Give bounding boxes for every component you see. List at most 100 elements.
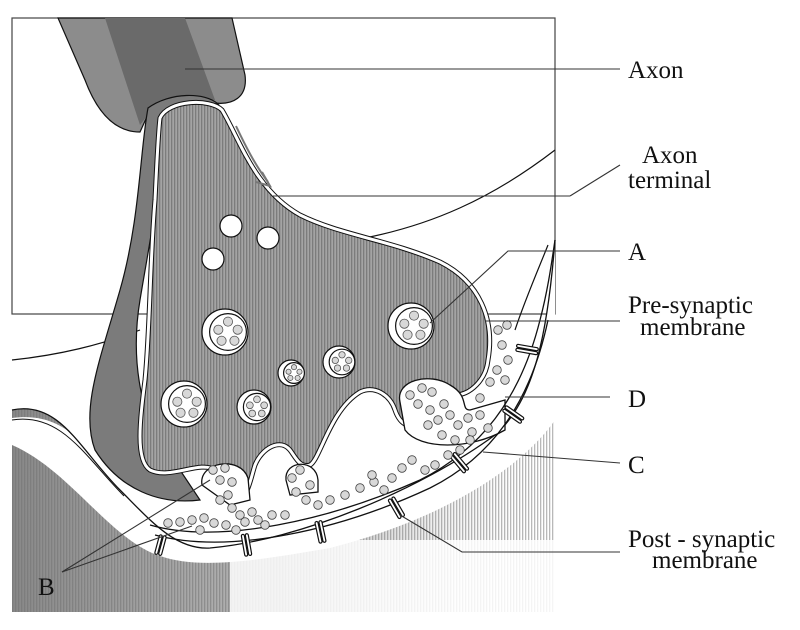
neurotransmitter-molecule bbox=[253, 515, 263, 525]
neurotransmitter-molecule bbox=[423, 420, 433, 430]
neurotransmitter-molecule bbox=[437, 430, 447, 440]
neurotransmitter-molecule bbox=[483, 423, 493, 433]
neurotransmitter-molecule bbox=[223, 490, 233, 500]
synaptic-vesicle bbox=[236, 389, 272, 425]
neurotransmitter-molecule bbox=[227, 477, 237, 487]
synaptic-vesicle bbox=[387, 302, 435, 350]
neurotransmitter-molecule bbox=[222, 316, 233, 327]
neurotransmitter-molecule bbox=[216, 335, 227, 346]
label-axon-terminal-line1: Axon bbox=[642, 142, 698, 169]
neurotransmitter-molecule bbox=[492, 365, 502, 375]
neurotransmitter-molecule bbox=[246, 401, 254, 410]
label-post-synaptic-line1: Post - synaptic bbox=[628, 526, 775, 553]
label-a: A bbox=[628, 239, 646, 266]
synaptic-vesicle bbox=[160, 380, 208, 428]
neurotransmitter-molecule bbox=[467, 427, 477, 437]
neurotransmitter-molecule bbox=[175, 517, 185, 527]
label-c: C bbox=[628, 452, 645, 479]
neurotransmitter-molecule bbox=[296, 368, 303, 375]
neurotransmitter-molecule bbox=[220, 463, 230, 473]
neurotransmitter-molecule bbox=[209, 518, 219, 528]
neurotransmitter-molecule bbox=[260, 520, 270, 530]
neurotransmitter-molecule bbox=[415, 329, 426, 340]
neurotransmitter-molecule bbox=[215, 475, 225, 485]
neurotransmitter-molecule bbox=[191, 396, 202, 407]
neurotransmitter-molecule bbox=[305, 480, 315, 490]
neurotransmitter-molecule bbox=[215, 495, 225, 505]
label-pre-synaptic-line2: membrane bbox=[640, 314, 746, 341]
label-b: B bbox=[38, 574, 55, 601]
label-d: D bbox=[628, 386, 646, 413]
neurotransmitter-molecule bbox=[172, 396, 183, 407]
neurotransmitter-molecule bbox=[453, 420, 463, 430]
neurotransmitter-molecule bbox=[417, 383, 427, 393]
neurotransmitter-molecule bbox=[463, 413, 473, 423]
neurotransmitter-molecule bbox=[402, 329, 413, 340]
neurotransmitter-molecule bbox=[267, 510, 277, 520]
label-axon: Axon bbox=[628, 57, 684, 84]
neurotransmitter-molecule bbox=[367, 470, 377, 480]
neurotransmitter-molecule bbox=[195, 525, 205, 535]
neurotransmitter-molecule bbox=[295, 465, 305, 475]
neurotransmitter-molecule bbox=[313, 500, 323, 510]
neurotransmitter-molecule bbox=[301, 495, 311, 505]
neurotransmitter-molecule bbox=[345, 356, 353, 364]
neurotransmitter-molecule bbox=[248, 409, 257, 418]
neurotransmitter-molecule bbox=[397, 463, 407, 473]
neurotransmitter-molecule bbox=[280, 510, 290, 520]
neurotransmitter-molecule bbox=[253, 395, 261, 404]
neurotransmitter-molecule bbox=[247, 507, 257, 517]
neurotransmitter-molecule bbox=[338, 351, 346, 359]
neurotransmitter-molecule bbox=[235, 510, 245, 520]
empty-vesicles bbox=[201, 214, 280, 271]
neurotransmitter-molecule bbox=[290, 364, 297, 371]
neurotransmitter-molecule bbox=[187, 515, 197, 525]
neurotransmitter-molecule bbox=[420, 465, 430, 475]
neurotransmitter-molecule bbox=[407, 455, 417, 465]
neurotransmitter-molecule bbox=[229, 335, 240, 346]
neurotransmitter-molecule bbox=[379, 485, 389, 495]
neurotransmitter-molecule bbox=[455, 445, 465, 455]
neurotransmitter-molecule bbox=[443, 450, 453, 460]
neurotransmitter-molecule bbox=[181, 388, 192, 399]
neurotransmitter-molecule bbox=[503, 355, 513, 365]
label-axon-terminal-line2: terminal bbox=[628, 167, 711, 194]
neurotransmitter-molecule bbox=[221, 520, 231, 530]
neurotransmitter-molecule bbox=[199, 513, 209, 523]
neurotransmitter-molecule bbox=[418, 318, 429, 329]
neurotransmitter-molecule bbox=[208, 465, 218, 475]
neurotransmitter-molecule bbox=[287, 374, 294, 381]
neurotransmitter-molecule bbox=[213, 324, 224, 335]
neurotransmitter-molecule bbox=[433, 415, 443, 425]
neurotransmitter-molecule bbox=[502, 320, 512, 330]
neurotransmitter-molecule bbox=[291, 487, 301, 497]
synaptic-vesicle bbox=[201, 308, 249, 356]
neurotransmitter-molecule bbox=[475, 410, 485, 420]
neurotransmitter-molecule bbox=[413, 399, 423, 409]
neurotransmitter-molecule bbox=[439, 399, 449, 409]
neurotransmitters bbox=[163, 320, 513, 535]
neurotransmitter-molecule bbox=[430, 460, 440, 470]
neurotransmitter-molecule bbox=[465, 435, 475, 445]
neurotransmitter-molecule bbox=[227, 503, 237, 513]
neurotransmitter-molecule bbox=[445, 410, 455, 420]
label-pre-synaptic-line1: Pre-synaptic bbox=[628, 292, 753, 319]
neurotransmitter-molecule bbox=[333, 364, 342, 372]
glial-membrane-right bbox=[364, 149, 556, 239]
neurotransmitter-molecule bbox=[294, 374, 301, 381]
neurotransmitter-molecule bbox=[497, 340, 507, 350]
leader-lines bbox=[61, 68, 621, 573]
neurotransmitter-molecule bbox=[240, 517, 250, 527]
neurotransmitter-molecule bbox=[260, 401, 268, 410]
neurotransmitter-molecule bbox=[232, 324, 243, 335]
neurotransmitter-molecule bbox=[450, 435, 460, 445]
neurotransmitter-molecule bbox=[325, 495, 335, 505]
receptors bbox=[154, 343, 539, 557]
neurotransmitter-molecule bbox=[331, 356, 339, 364]
neurotransmitter-molecule bbox=[405, 390, 415, 400]
neurotransmitter-molecule bbox=[475, 393, 485, 403]
neurotransmitter-molecule bbox=[485, 377, 495, 387]
neurotransmitter-molecule bbox=[427, 387, 437, 397]
neurotransmitter-molecule bbox=[493, 325, 503, 335]
